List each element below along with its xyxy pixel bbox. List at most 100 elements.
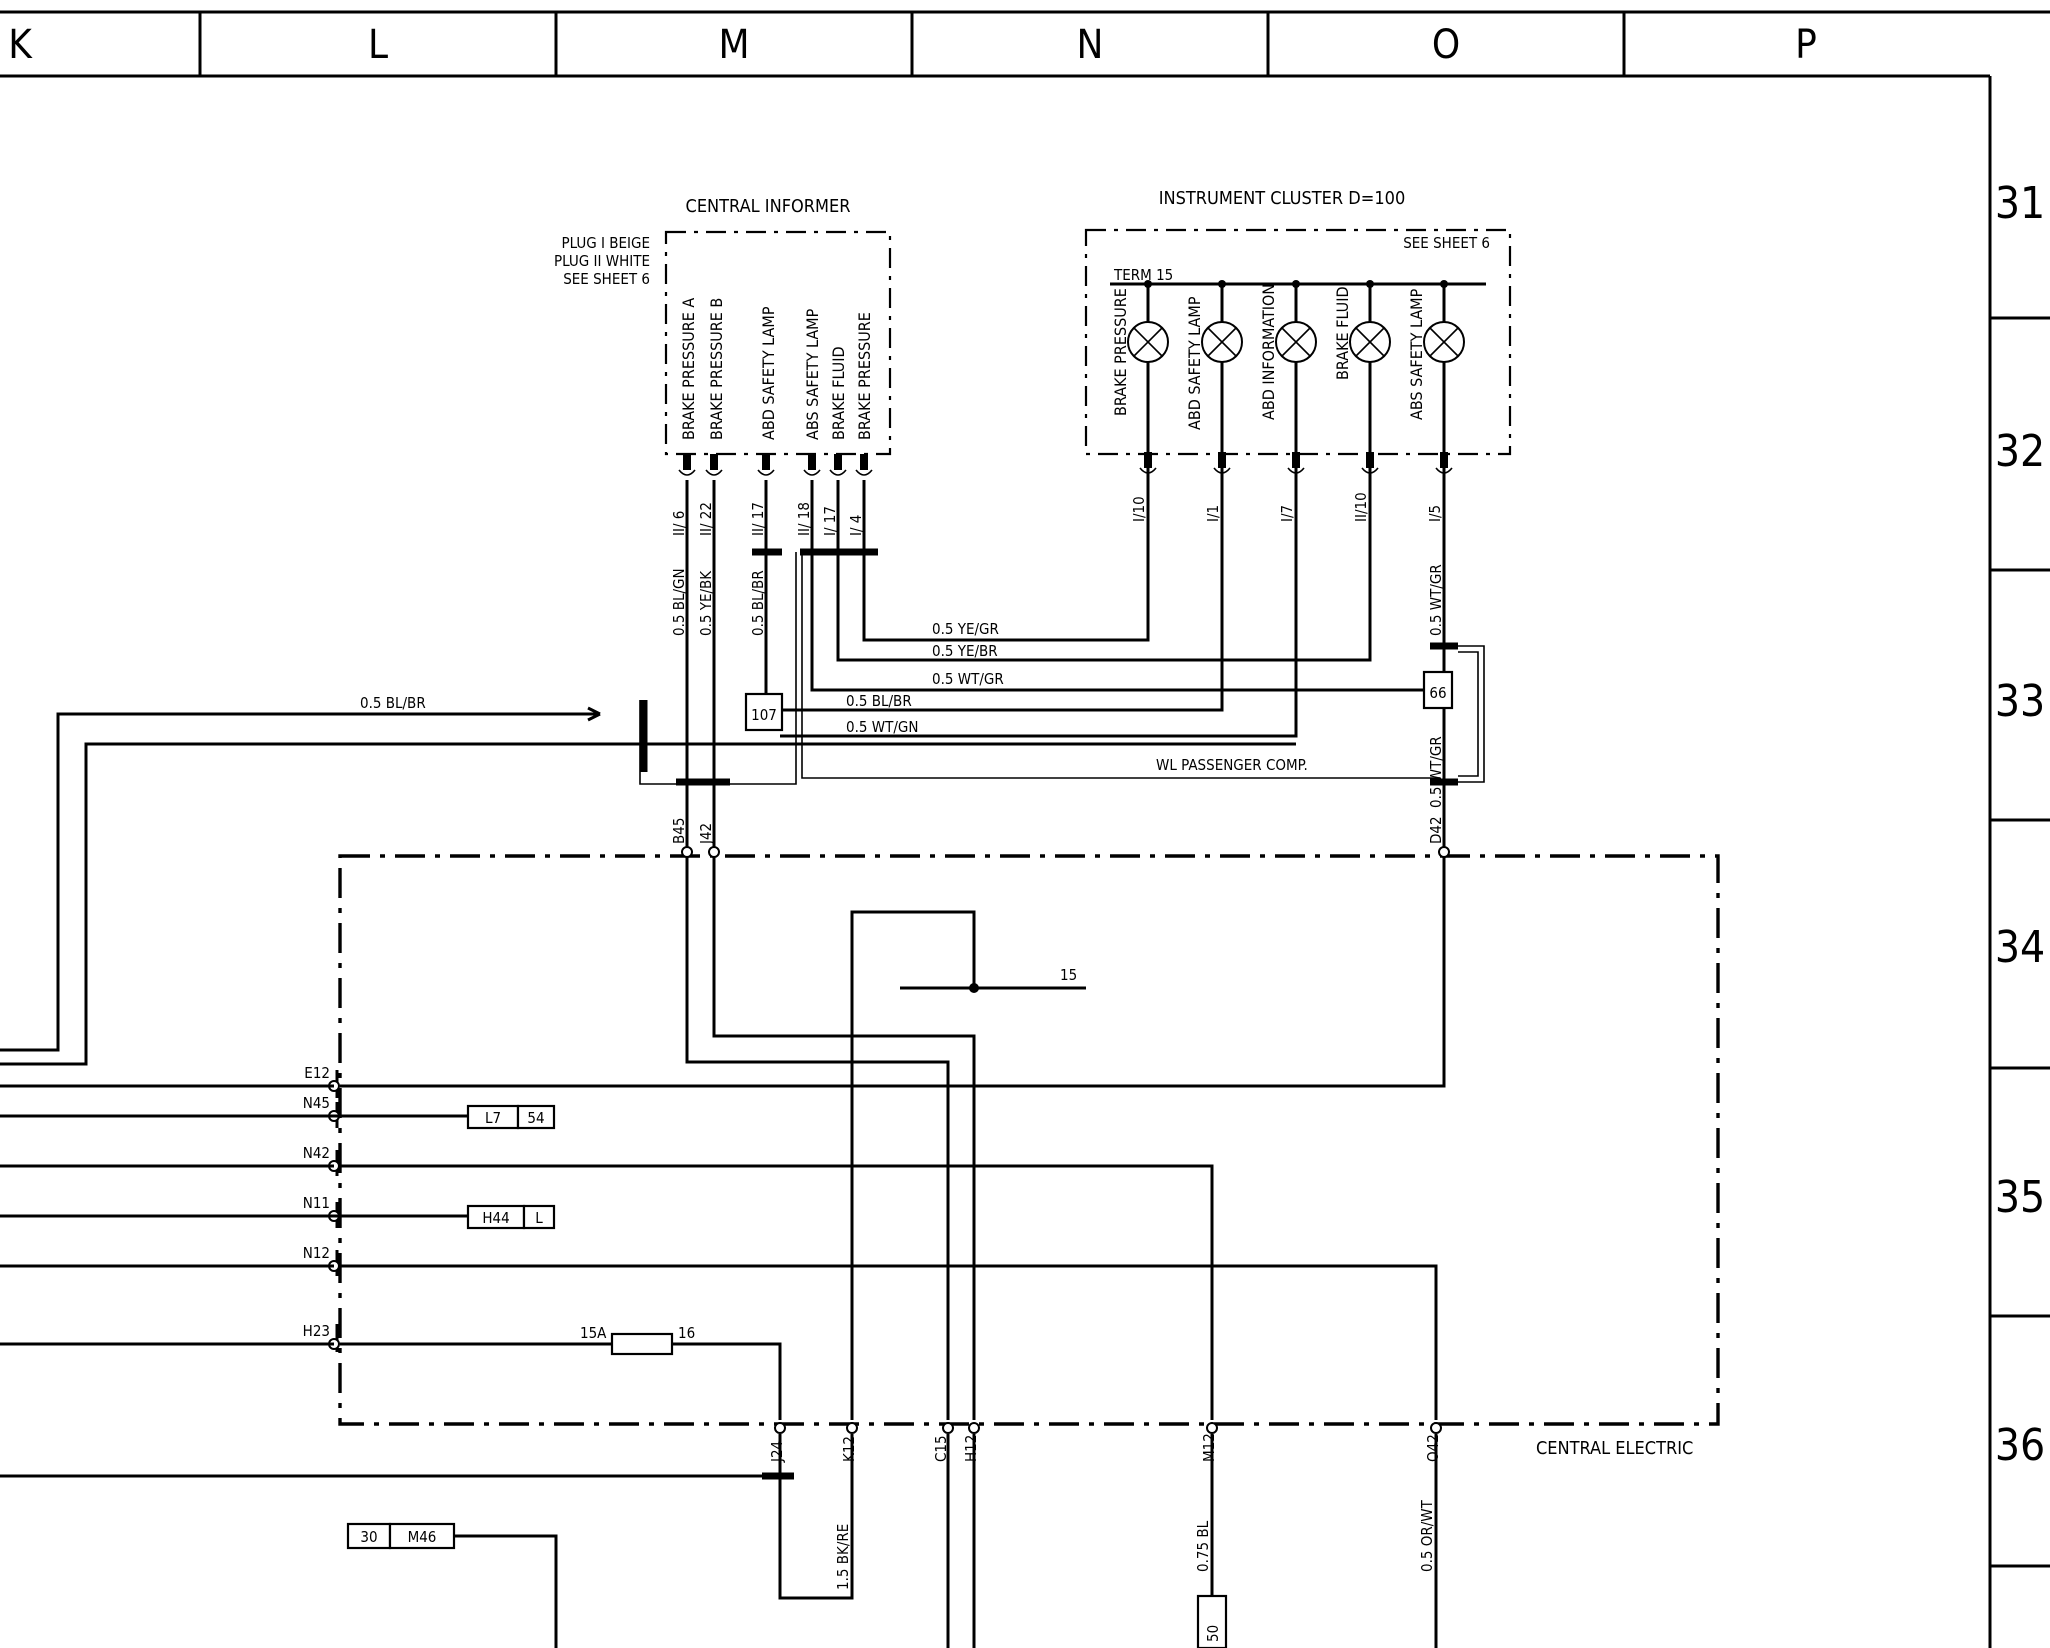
lamp-icon: [1201, 280, 1243, 452]
connector-107-label: 107: [751, 706, 777, 724]
cluster-pin-i-5: I/5: [1426, 505, 1444, 522]
instrument-cluster-see-sheet: SEE SHEET 6: [1403, 234, 1490, 252]
informer-pin-ii-22: II/ 22: [697, 502, 715, 536]
term-15-internal-label: 15: [1060, 966, 1077, 984]
informer-output-abd-safety-lamp: ABD SAFETY LAMP: [759, 306, 778, 440]
informer-output-brake-pressure-a: BRAKE PRESSURE A: [679, 298, 698, 440]
cluster-pin-sockets: [1139, 452, 1453, 474]
wire-label-ye-gr: 0.5 YE/GR: [932, 620, 999, 638]
plug-note-2: PLUG II WHITE: [554, 252, 650, 270]
informer-output-brake-pressure: BRAKE PRESSURE: [855, 312, 874, 440]
cluster-pin-i-10: I/10: [1130, 496, 1148, 522]
wire-label-ye-bk: 0.5 YE/BK: [697, 570, 715, 636]
reference-h44-l: H44 L: [466, 1204, 556, 1230]
row-number-31: 31: [1995, 178, 2045, 229]
bottom-pin-k12: K12: [840, 1436, 858, 1462]
column-header-l: L: [368, 22, 388, 68]
plug-note-1: PLUG I BEIGE: [561, 234, 650, 252]
ref2-right: L: [535, 1209, 543, 1227]
ref1-right: 54: [527, 1109, 544, 1127]
wire-label-cluster-wt-gr-lower: 0.5 WT/GR: [1427, 736, 1445, 808]
left-pin-n42: N42: [303, 1144, 330, 1162]
informer-pin-ii-17: II/ 17: [749, 502, 767, 536]
plug-note-3: SEE SHEET 6: [563, 270, 650, 288]
wire-label-ye-br: 0.5 YE/BR: [932, 642, 998, 660]
cluster-pin-i-1: I/1: [1204, 505, 1222, 522]
informer-output-brake-fluid: BRAKE FLUID: [829, 346, 848, 440]
left-pin-n45: N45: [303, 1094, 330, 1112]
fuse-number: 16: [678, 1324, 695, 1342]
bottom-pin-j24: J24: [768, 1441, 786, 1463]
row-number-32: 32: [1995, 426, 2045, 477]
cluster-pin-i-7: I/7: [1278, 505, 1296, 522]
ref-box-50: [1196, 1594, 1228, 1648]
top-pin-d42: D42: [1427, 816, 1445, 844]
wire-label-bl-gn: 0.5 BL/GN: [670, 568, 688, 636]
column-header-p: P: [1795, 22, 1817, 68]
informer-pin-i-4: I/ 4: [847, 515, 865, 536]
column-header-n: N: [1077, 22, 1104, 68]
fuse-rating: 15A: [580, 1324, 607, 1342]
bottom-pin-h12: H12: [962, 1435, 980, 1462]
wire-label-bl-br-informer: 0.5 BL/BR: [749, 570, 767, 636]
upper-wiring: 66 107 0.5 BL/GN 0.5 YE/BK 0.5 BL/BR 0.5…: [0, 468, 1485, 1066]
column-header-k: K: [8, 22, 33, 68]
left-pin-n12: N12: [303, 1244, 330, 1262]
wire-label-bl-br: 0.5 BL/BR: [846, 692, 912, 710]
bottom-pin-c15: C15: [932, 1435, 950, 1462]
ref1-left: L7: [485, 1109, 501, 1127]
row-number-35: 35: [1995, 1172, 2045, 1223]
wire-label-wt-gr: 0.5 WT/GR: [932, 670, 1004, 688]
left-pin-e12: E12: [304, 1064, 330, 1082]
informer-pin-ii-6: II/ 6: [670, 511, 688, 536]
connector-66-label: 66: [1429, 684, 1446, 702]
central-informer-title: CENTRAL INFORMER: [686, 196, 851, 217]
ref3-left: 30: [360, 1528, 377, 1546]
wire-label-cluster-wt-gr: 0.5 WT/GR: [1427, 564, 1445, 636]
instrument-cluster: INSTRUMENT CLUSTER D=100 SEE SHEET 6 TER…: [1084, 188, 1512, 522]
lamp-icon: [1127, 280, 1169, 452]
lamp-label-brake-fluid: BRAKE FLUID: [1333, 286, 1352, 380]
wire-label-bk-re: 1.5 BK/RE: [834, 1524, 852, 1590]
informer-output-abs-safety-lamp: ABS SAFETY LAMP: [803, 308, 822, 440]
row-number-33: 33: [1995, 676, 2045, 727]
bottom-pin-o42: O42: [1424, 1434, 1442, 1462]
informer-output-brake-pressure-b: BRAKE PRESSURE B: [707, 298, 726, 440]
top-pin-b45: B45: [670, 818, 688, 844]
column-header-o: O: [1432, 22, 1460, 68]
lamp-label-abd-information: ABD INFORMATION: [1259, 284, 1278, 420]
ref3-right: M46: [408, 1528, 437, 1546]
row-number-34: 34: [1995, 922, 2045, 973]
wire-label-bl: 0.75 BL: [1194, 1520, 1212, 1572]
column-header-m: M: [718, 22, 749, 68]
wire-label-passenger: WL PASSENGER COMP.: [1156, 756, 1308, 774]
lower-wiring: 50 1.5 BK/RE 0.75 BL 0.5 OR/WT: [0, 1434, 1438, 1648]
connector-107: [744, 692, 784, 732]
left-pin-markers: [328, 1070, 340, 1352]
connector-66: [1422, 670, 1454, 710]
top-pin-j42: J42: [697, 823, 715, 845]
column-headers: K L M N O P: [8, 22, 1817, 68]
reference-30-m46: 30 M46: [346, 1522, 558, 1648]
term-15-label: TERM 15: [1113, 266, 1173, 284]
cluster-pin-ii-10: II/10: [1352, 492, 1370, 522]
left-pin-h23: H23: [303, 1322, 330, 1340]
left-pin-n11: N11: [303, 1194, 330, 1212]
lamp-icon: [1275, 280, 1317, 452]
central-electric-title: CENTRAL ELECTRIC: [1536, 1438, 1693, 1459]
row-numbers: 31 32 33 34 35 36: [1995, 178, 2045, 1471]
bottom-pin-m12: M12: [1200, 1433, 1218, 1462]
central-electric: CENTRAL ELECTRIC B45 J42 D42 15 E12 N45 …: [0, 816, 1720, 1463]
lamp-icon: [1349, 280, 1391, 452]
lamp-icon: [1423, 280, 1465, 452]
central-informer: CENTRAL INFORMER PLUG I BEIGE PLUG II WH…: [554, 196, 892, 536]
lamp-label-brake-pressure: BRAKE PRESSURE: [1111, 288, 1130, 416]
lamp-symbols: [1127, 280, 1465, 452]
fuse-16: [610, 1332, 674, 1356]
ref2-left: H44: [482, 1209, 509, 1227]
sheet-frame: [0, 10, 2050, 1648]
row-number-36: 36: [1995, 1420, 2045, 1471]
informer-pin-i-17: I/ 17: [821, 506, 839, 536]
lamp-label-abs-safety-lamp: ABS SAFETY LAMP: [1407, 288, 1426, 420]
